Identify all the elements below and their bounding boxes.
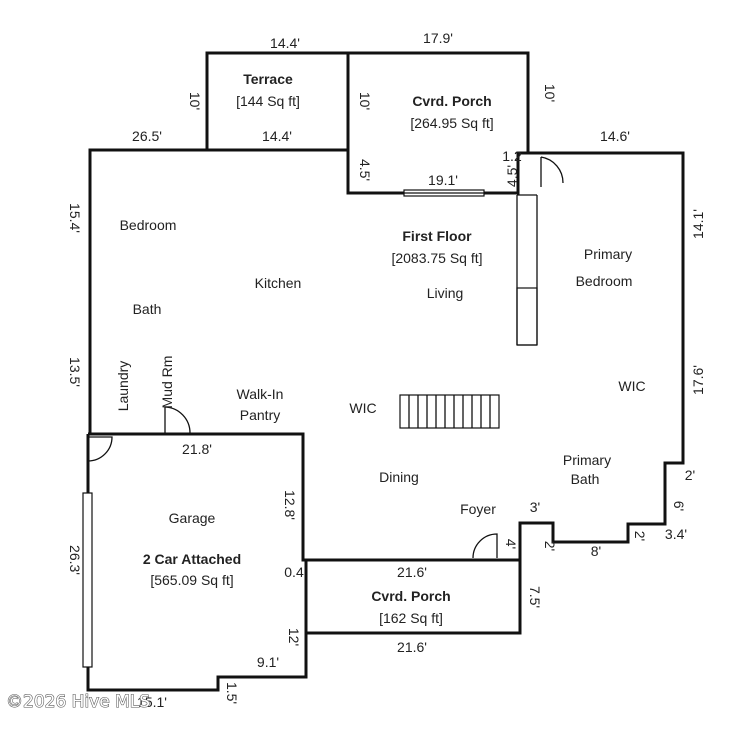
dim-porch-bottom-bottom: 21.6' — [397, 639, 427, 655]
wic-center-label: WIC — [349, 400, 376, 416]
dim-terrace-top: 14.4' — [270, 35, 300, 51]
terrace-walls — [205, 51, 348, 150]
porch-top-label: Cvrd. Porch — [412, 93, 491, 109]
terrace-area: [144 Sq ft] — [236, 93, 300, 109]
dim-left-upper: 15.4' — [67, 203, 83, 233]
dim-top-left-wall: 26.5' — [132, 128, 162, 144]
dim-step-2-mid: 2' — [632, 531, 648, 541]
garage-label: Garage — [169, 510, 216, 526]
porch-top-area: [264.95 Sq ft] — [410, 115, 493, 131]
door-swing-primary — [540, 156, 564, 187]
foyer-label: Foyer — [460, 501, 496, 517]
dim-porch-top-right: 10' — [542, 84, 558, 102]
main-outline — [88, 148, 685, 560]
dim-left-4-5: 4.5' — [357, 159, 373, 181]
porch-top-walls — [348, 51, 530, 153]
primary-bath-label-1: Primary — [563, 452, 611, 468]
dim-small-1-2: 1.2 — [502, 148, 522, 164]
kitchen-label: Kitchen — [255, 275, 302, 291]
dim-left-lower: 13.5' — [67, 357, 83, 387]
laundry-label: Laundry — [115, 361, 131, 412]
dim-small-0-4: 0.4 — [284, 564, 304, 580]
door-swing-garage — [87, 436, 113, 462]
dim-garage-bottom: 15.1' — [137, 694, 167, 710]
dim-step-2-top: 2' — [685, 467, 695, 483]
dim-foyer-3: 3' — [530, 499, 540, 515]
dim-porch-bottom-top: 21.6' — [397, 564, 427, 580]
garage-subtitle: 2 Car Attached — [143, 551, 241, 567]
terrace-label: Terrace — [243, 71, 293, 87]
porch-bottom-walls — [306, 560, 522, 635]
garage-area: [565.09 Sq ft] — [150, 572, 233, 588]
dim-terrace-left: 10' — [187, 92, 203, 110]
pantry-label-1: Walk-In — [237, 386, 284, 402]
dim-garage-9-1: 9.1' — [257, 654, 279, 670]
dim-porch-top-top: 17.9' — [423, 30, 453, 46]
dim-step-6: 6' — [671, 501, 687, 511]
fireplace — [516, 287, 538, 346]
dim-right-lower: 17.6' — [690, 365, 706, 395]
porch-bottom-area: [162 Sq ft] — [379, 610, 443, 626]
dim-right-top-wall: 14.6' — [600, 128, 630, 144]
first-floor-label: First Floor — [402, 228, 472, 244]
dim-garage-12: 12' — [286, 628, 302, 646]
primary-bath-label-2: Bath — [571, 471, 600, 487]
watermark: ©2026 Hive MLS — [6, 692, 150, 712]
pantry-label-2: Pantry — [240, 407, 280, 423]
door-swing-mudroom — [164, 406, 191, 434]
dim-step-8: 8' — [591, 543, 601, 559]
first-floor-area: [2083.75 Sq ft] — [391, 250, 482, 266]
garage-door — [82, 492, 93, 668]
living-label: Living — [427, 285, 464, 301]
dim-porch-top-left: 10' — [357, 92, 373, 110]
dim-foyer-4: 4' — [503, 539, 519, 549]
dim-step-3-4: 3.4' — [665, 526, 687, 542]
dim-porch-bottom-right: 7.5' — [527, 586, 543, 608]
dim-terrace-bottom: 14.4' — [262, 128, 292, 144]
dim-garage-left: 26.3' — [67, 545, 83, 575]
dim-step-2-low: 2' — [542, 541, 558, 551]
dim-garage-top: 21.8' — [182, 441, 212, 457]
garage-top-walls — [88, 432, 520, 562]
primary-bedroom-label-2: Bedroom — [576, 273, 633, 289]
dim-garage-1-5: 1.5' — [224, 682, 240, 704]
dim-right-upper: 14.1' — [690, 209, 706, 239]
primary-bedroom-label-1: Primary — [584, 246, 632, 262]
dim-porch-top-bottom: 19.1' — [428, 172, 458, 188]
wic-right-label: WIC — [618, 378, 645, 394]
mud-rm-label: Mud Rm — [159, 356, 175, 409]
dining-label: Dining — [379, 469, 419, 485]
stairs — [399, 394, 500, 429]
dim-right-4-5: 4.5' — [504, 165, 520, 187]
bath-label: Bath — [133, 301, 162, 317]
door-swing-foyer — [472, 533, 498, 559]
bedroom-label: Bedroom — [120, 217, 177, 233]
dim-garage-right: 12.8' — [282, 490, 298, 520]
porch-bottom-label: Cvrd. Porch — [371, 588, 450, 604]
